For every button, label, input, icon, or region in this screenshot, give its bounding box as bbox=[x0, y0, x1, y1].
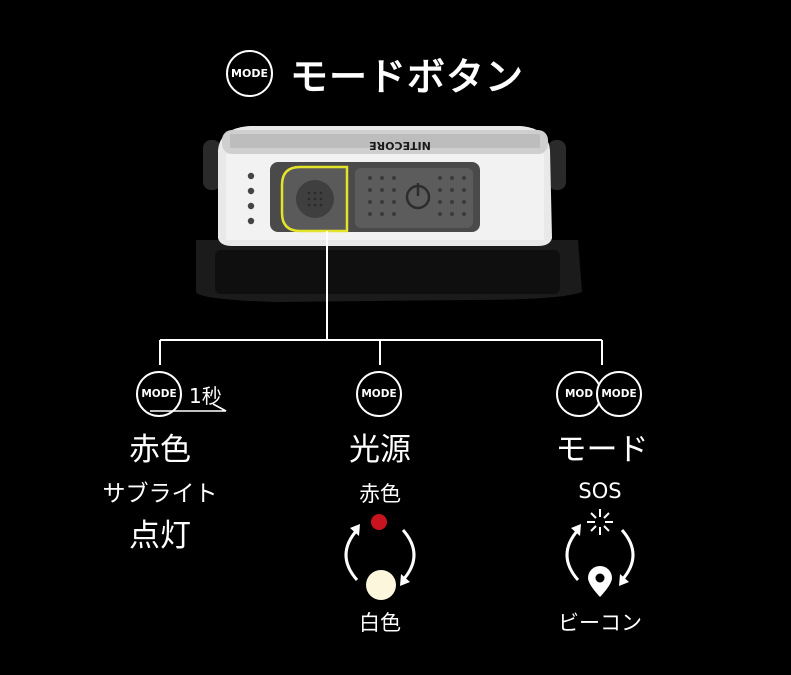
title-mode-badge: MODE bbox=[226, 50, 273, 97]
hold-duration-label: 1秒 bbox=[189, 384, 222, 408]
beacon-pin-icon bbox=[588, 566, 612, 597]
col1-title: 赤色 bbox=[129, 432, 191, 468]
col3-cycle-top-label: SOS bbox=[578, 479, 622, 503]
col2-mode-badge: MODE bbox=[356, 371, 402, 417]
col3-mode-badge-1: MOD bbox=[556, 371, 602, 417]
col1-mode-badge: MODE bbox=[136, 371, 182, 417]
white-light-icon bbox=[366, 570, 396, 600]
red-light-icon bbox=[371, 514, 387, 530]
page-title: モードボタン bbox=[290, 55, 525, 99]
sos-burst-icon bbox=[587, 509, 613, 535]
col1-line-1: サブライト bbox=[102, 481, 218, 507]
col2-title: 光源 bbox=[349, 432, 411, 468]
col3-cycle-bottom-label: ビーコン bbox=[558, 611, 642, 635]
col2-cycle-bottom-label: 白色 bbox=[359, 611, 401, 635]
col3-mode-badge-2: MODE bbox=[596, 371, 642, 417]
brand-logo: NITECORE bbox=[369, 139, 431, 152]
col3-title: モード bbox=[555, 432, 649, 468]
col1-line-2: 点灯 bbox=[129, 518, 191, 554]
col2-cycle-top-label: 赤色 bbox=[359, 482, 401, 506]
